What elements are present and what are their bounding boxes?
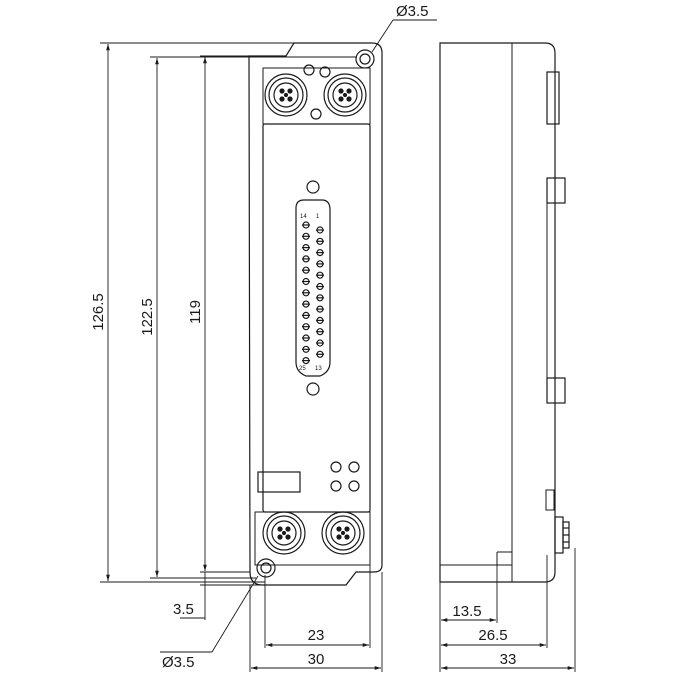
- dim-depth-base: 13.5: [452, 603, 481, 620]
- dsub-pin-label-1: 1: [316, 214, 320, 220]
- bottom-left-m12-connector-icon: [262, 511, 306, 555]
- side-top-connector: [546, 71, 560, 125]
- dim-depth-body: 26.5: [478, 627, 507, 644]
- bottom-led-4: [348, 480, 360, 492]
- side-view: [439, 42, 570, 583]
- bottom-mounting-hole: [256, 558, 276, 578]
- dsub-screw-top: [306, 180, 320, 194]
- side-bottom-connector-icon: [554, 516, 570, 554]
- dim-height-overall: 126.5: [90, 293, 107, 331]
- top-mounting-hole: [355, 49, 375, 69]
- top-led-3: [310, 108, 322, 120]
- top-connector-block: [262, 67, 371, 125]
- top-led-1: [303, 64, 315, 76]
- bottom-right-m12-connector-icon: [321, 511, 365, 555]
- top-led-2: [319, 66, 331, 78]
- dim-bottom-hole-diameter: Ø3.5: [162, 654, 195, 671]
- side-dsub-upper: [546, 177, 566, 204]
- top-left-m12-connector-icon: [264, 73, 308, 117]
- dsub-pin-label-14: 14: [300, 214, 307, 220]
- side-dsub-lower: [546, 377, 566, 404]
- side-housing-outline: [439, 42, 556, 583]
- dsub-pin-label-25: 25: [299, 366, 306, 372]
- dsub-screw-bottom: [306, 382, 320, 396]
- top-right-m12-connector-icon: [323, 73, 367, 117]
- dim-offset-bottom: 3.5: [173, 601, 194, 618]
- bottom-led-2: [348, 461, 360, 473]
- bottom-led-3: [330, 480, 342, 492]
- dsub-connector-shell: [295, 199, 331, 377]
- dim-width-overall: 30: [308, 651, 325, 668]
- dsub-pins: [302, 221, 324, 365]
- front-view: [248, 42, 383, 586]
- label-window: [257, 471, 301, 493]
- dimension-lines: [100, 19, 576, 672]
- dim-height-holes: 122.5: [139, 298, 156, 336]
- dim-width-inner: 23: [308, 627, 325, 644]
- dim-height-body: 119: [187, 300, 204, 324]
- dim-depth-overall: 33: [500, 651, 517, 668]
- bottom-led-1: [330, 461, 342, 473]
- dim-top-hole-diameter: Ø3.5: [396, 3, 429, 20]
- dsub-pin-label-13: 13: [315, 366, 322, 372]
